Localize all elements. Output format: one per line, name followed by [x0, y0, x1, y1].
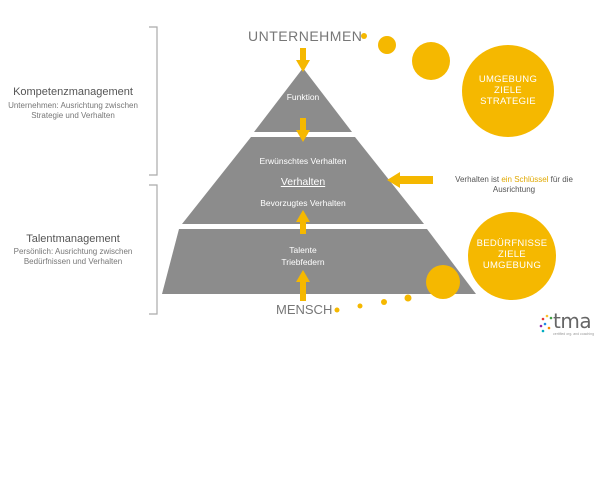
- dot-icon: [404, 294, 412, 302]
- left-bottom-sub-2: Bedürfnissen und Verhalten: [23, 257, 123, 266]
- arrow-down-icon: [296, 48, 310, 72]
- dot-icon: [334, 307, 340, 313]
- key-note-highlight: ein Schlüssel: [501, 175, 549, 184]
- logo-dots-icon: [539, 314, 553, 333]
- bracket-bottom: [149, 184, 158, 315]
- circle-bottom-line3: UMGEBUNG: [482, 260, 542, 271]
- circle-top-text: UMGEBUNG ZIELE STRATEGIE: [463, 74, 553, 107]
- tma-logo: tma: [553, 309, 592, 333]
- circle-bottom-line2: ZIELE: [498, 249, 526, 260]
- arrow-left-icon: [387, 172, 433, 188]
- dot-icon: [381, 299, 387, 305]
- pyramid-middle-lower-text: Bevorzugtes Verhalten: [260, 198, 346, 208]
- circle-bottom-line1: BEDÜRFNISSE: [476, 238, 548, 249]
- top-label: UNTERNEHMEN: [248, 28, 363, 44]
- pyramid-middle-upper-text: Erwünschtes Verhalten: [259, 156, 347, 166]
- circle-top-line2: ZIELE: [494, 85, 522, 96]
- dot-icon: [357, 303, 363, 309]
- key-note-part1: Verhalten ist: [455, 175, 502, 184]
- left-top-sub-2: Strategie und Verhalten: [31, 111, 115, 120]
- dot-icon: [412, 42, 450, 80]
- pyramid-bottom-text-2: Triebfedern: [281, 257, 325, 267]
- left-top-sub-1: Unternehmen: Ausrichtung zwischen: [8, 101, 138, 110]
- tma-logo-tagline: certified org. and coaching: [553, 332, 595, 336]
- bracket-top: [149, 26, 158, 176]
- circle-bottom-bubble: [468, 212, 556, 300]
- left-top-title: Kompetenzmanagement: [13, 86, 133, 98]
- arrow-down-icon: [296, 118, 310, 142]
- pyramid-top-level: [254, 68, 352, 132]
- key-note: Verhalten ist ein Schlüssel für die Ausr…: [440, 175, 588, 195]
- key-note-line2: Ausrichtung: [492, 185, 536, 194]
- key-note-part2: für die: [548, 175, 573, 184]
- pyramid-middle-center-text: Verhalten: [280, 176, 326, 188]
- circle-top-bubble: [462, 45, 554, 137]
- left-bottom-title: Talentmanagement: [26, 233, 120, 245]
- arrow-up-icon: [296, 210, 310, 234]
- pyramid-top-text: Funktion: [286, 92, 320, 102]
- dot-icon: [426, 265, 460, 299]
- arrow-up-icon: [296, 270, 310, 301]
- bottom-label: MENSCH: [276, 302, 333, 317]
- left-bottom-sub-1: Persönlich: Ausrichtung zwischen: [13, 247, 133, 256]
- circle-bottom-text: BEDÜRFNISSE ZIELE UMGEBUNG: [467, 238, 557, 271]
- pyramid-bottom-level: [162, 229, 476, 294]
- circle-top-line1: UMGEBUNG: [478, 74, 538, 85]
- circle-top-line3: STRATEGIE: [480, 96, 536, 107]
- dot-icon: [378, 36, 396, 54]
- dot-icon: [361, 33, 367, 39]
- pyramid-middle-level: [182, 137, 424, 224]
- pyramid-bottom-text-1: Talente: [289, 245, 317, 255]
